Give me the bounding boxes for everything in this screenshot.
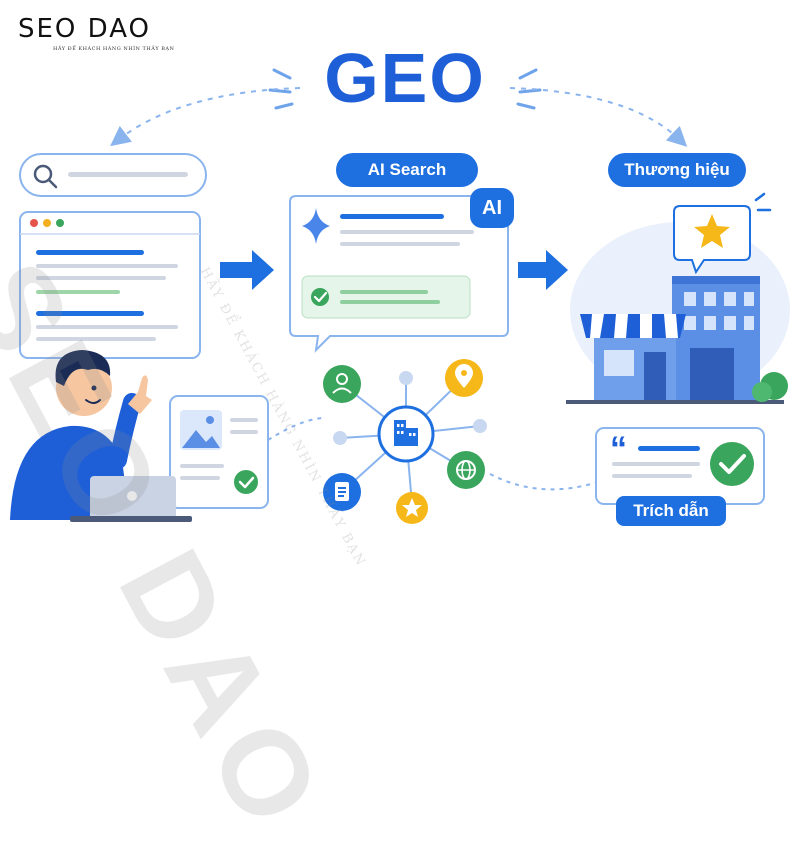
- ai-search-label: AI Search: [336, 153, 478, 187]
- building-icon: [394, 420, 418, 446]
- citation-label: Trích dẫn: [616, 496, 726, 526]
- flow-arc-left: [110, 87, 301, 147]
- quote-icon: “: [610, 430, 627, 468]
- brand-tagline: HÃY ĐỂ KHÁCH HÀNG NHÌN THẤY BẠN: [53, 46, 175, 52]
- check-icon: [710, 442, 754, 486]
- content-card: [169, 395, 269, 509]
- star-node-icon: [396, 492, 428, 524]
- rating-bubble: [673, 192, 772, 275]
- flow-arrow-2: [518, 250, 568, 290]
- storefront-icon: [566, 276, 788, 404]
- check-icon: [311, 288, 329, 306]
- connector-left: [267, 417, 323, 441]
- citation-card: [595, 427, 765, 505]
- brand-logo: SEO DAO HÃY ĐỂ KHÁCH HÀNG NHÌN THẤY BẠN: [18, 14, 174, 52]
- brand-label: Thương hiệu: [608, 153, 746, 187]
- user-icon: [323, 365, 361, 403]
- search-bar: [19, 153, 207, 197]
- globe-icon: [447, 451, 485, 489]
- gemini-sparkle-icon: [302, 208, 330, 244]
- connector-right: [489, 473, 599, 491]
- check-icon: [234, 470, 258, 494]
- diagram-canvas: [10, 68, 790, 524]
- page-title: GEO: [324, 39, 486, 117]
- entity-network: [323, 359, 487, 524]
- image-icon: [180, 410, 222, 450]
- star-icon: [694, 214, 730, 248]
- flow-arrow-1: [220, 250, 274, 290]
- person-with-laptop: [10, 350, 192, 522]
- search-icon: [33, 164, 58, 189]
- geo-infographic: SEO DAO HÃY ĐỂ KHÁCH HÀNG NHÌN THẤY BẠN …: [0, 14, 790, 854]
- ai-badge: AI: [470, 188, 514, 228]
- browser-window: [19, 211, 201, 359]
- document-icon: [323, 473, 361, 511]
- location-pin-icon: [445, 359, 483, 397]
- brand-name: SEO DAO: [18, 14, 152, 44]
- flow-arc-right: [509, 87, 688, 147]
- ai-search-card: [289, 195, 509, 353]
